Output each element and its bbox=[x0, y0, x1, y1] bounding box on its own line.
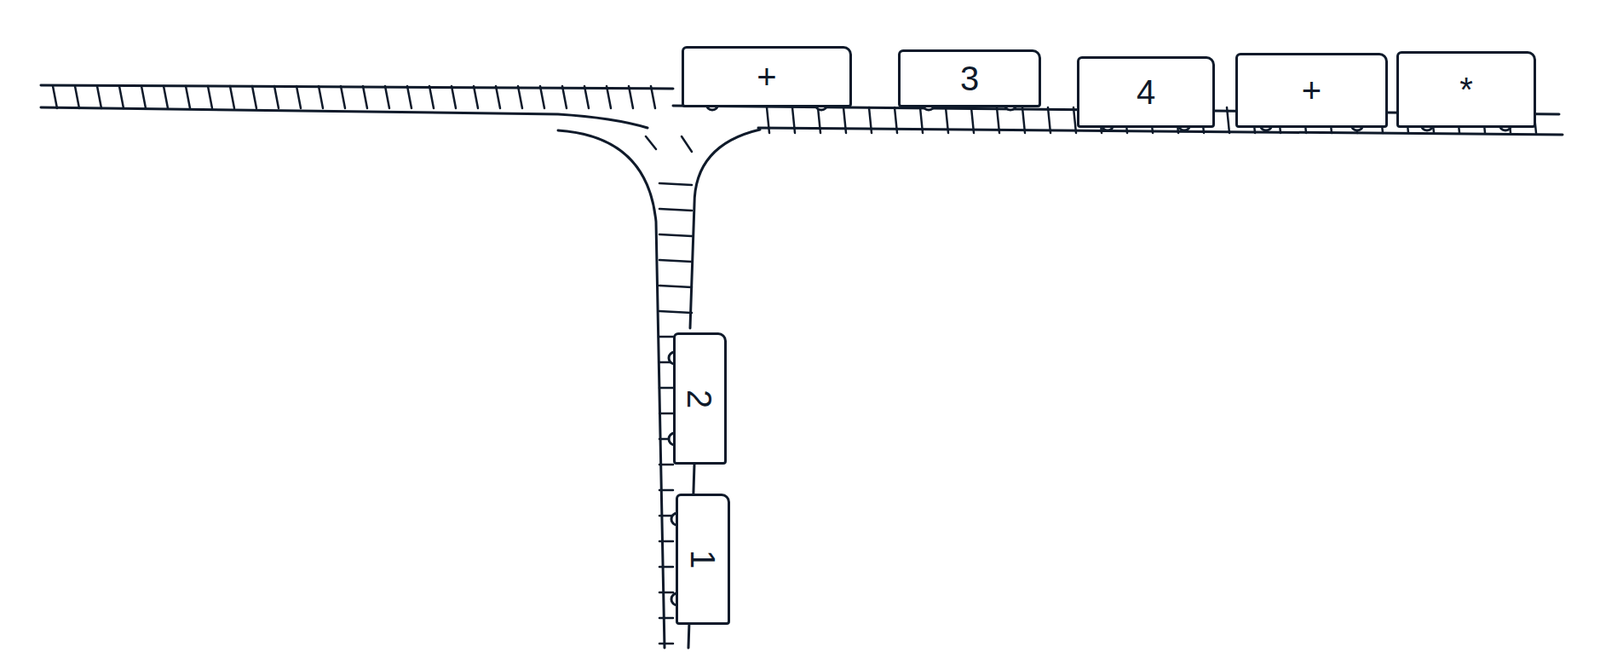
main-rail-upper-left bbox=[40, 85, 674, 89]
rail-tie bbox=[495, 86, 501, 109]
rail-tie bbox=[562, 86, 567, 109]
rail-tie bbox=[296, 86, 301, 109]
rail-tie bbox=[74, 86, 80, 109]
rail-tie bbox=[407, 86, 412, 109]
rail-tie bbox=[119, 86, 124, 109]
rail-tie bbox=[681, 136, 692, 152]
rail-tie bbox=[659, 616, 674, 620]
rail-tie bbox=[659, 565, 674, 569]
rail-tie bbox=[141, 86, 146, 109]
rail-tie bbox=[606, 86, 611, 109]
rail-tie bbox=[659, 335, 674, 339]
rail-tie bbox=[659, 234, 692, 236]
car-label: 4 bbox=[1136, 74, 1156, 110]
rail-tie bbox=[792, 107, 795, 133]
rail-tie bbox=[1073, 107, 1077, 133]
rail-tie bbox=[659, 183, 692, 185]
train-car: 1 bbox=[675, 493, 731, 625]
rail-tie bbox=[274, 86, 279, 109]
rail-tie bbox=[659, 463, 674, 467]
rail-tie bbox=[429, 86, 434, 109]
rail-tie bbox=[185, 86, 190, 109]
main-rail-lower-right bbox=[758, 127, 1563, 135]
spur-rail-left bbox=[558, 130, 665, 648]
main-rail-lower-left bbox=[40, 107, 648, 128]
rail-tie bbox=[207, 86, 213, 109]
rail-tie bbox=[540, 86, 545, 109]
car-label: + bbox=[756, 59, 777, 94]
rail-tie bbox=[659, 540, 674, 543]
rail-tie bbox=[517, 86, 523, 109]
car-label: * bbox=[1459, 72, 1474, 107]
rail-tie bbox=[843, 107, 847, 133]
rail-tie bbox=[659, 591, 674, 594]
rail-tie bbox=[894, 107, 898, 133]
rail-tie bbox=[52, 86, 58, 109]
rail-tie bbox=[1022, 107, 1025, 133]
rail-tie bbox=[252, 86, 257, 109]
train-car: 4 bbox=[1076, 56, 1215, 128]
rail-tie bbox=[971, 107, 974, 133]
rail-tie bbox=[766, 107, 770, 133]
rail-tie bbox=[628, 86, 634, 109]
rail-tie bbox=[451, 86, 456, 109]
rail-tie bbox=[340, 86, 346, 109]
rail-tie bbox=[97, 86, 102, 109]
train-car: + bbox=[681, 46, 852, 108]
train-car: + bbox=[1235, 52, 1388, 128]
rail-tie bbox=[584, 86, 589, 109]
rail-tie bbox=[659, 259, 692, 262]
rail-tie bbox=[362, 86, 368, 109]
train-car: 2 bbox=[673, 332, 727, 465]
rail-tie bbox=[996, 107, 1000, 133]
rail-tie bbox=[659, 386, 674, 390]
train-car: 3 bbox=[897, 49, 1042, 108]
rail-tie bbox=[650, 86, 656, 109]
rail-tie bbox=[473, 86, 478, 109]
spur-rail-right bbox=[690, 129, 760, 329]
rail-tie bbox=[659, 642, 674, 645]
rail-tie bbox=[385, 86, 390, 109]
rail-tie bbox=[945, 107, 949, 133]
rail-tie bbox=[659, 310, 692, 313]
rail-tie bbox=[1047, 107, 1051, 133]
rail-tie bbox=[318, 86, 323, 109]
rail-tie bbox=[1226, 107, 1230, 133]
rail-tie bbox=[659, 208, 692, 211]
car-label: 2 bbox=[683, 388, 718, 408]
train-car: * bbox=[1396, 51, 1537, 128]
rail-tie bbox=[645, 136, 657, 150]
car-label: 3 bbox=[960, 61, 979, 96]
rail-tie bbox=[230, 86, 235, 109]
rail-tie bbox=[817, 107, 821, 133]
rail-tie bbox=[920, 107, 923, 133]
rail-tie bbox=[163, 86, 168, 109]
car-label: + bbox=[1301, 73, 1322, 108]
rail-tie bbox=[659, 412, 674, 415]
rail-tie bbox=[659, 489, 674, 492]
car-label: 1 bbox=[685, 549, 720, 569]
rail-tie bbox=[869, 107, 872, 133]
rail-tie bbox=[659, 285, 692, 288]
